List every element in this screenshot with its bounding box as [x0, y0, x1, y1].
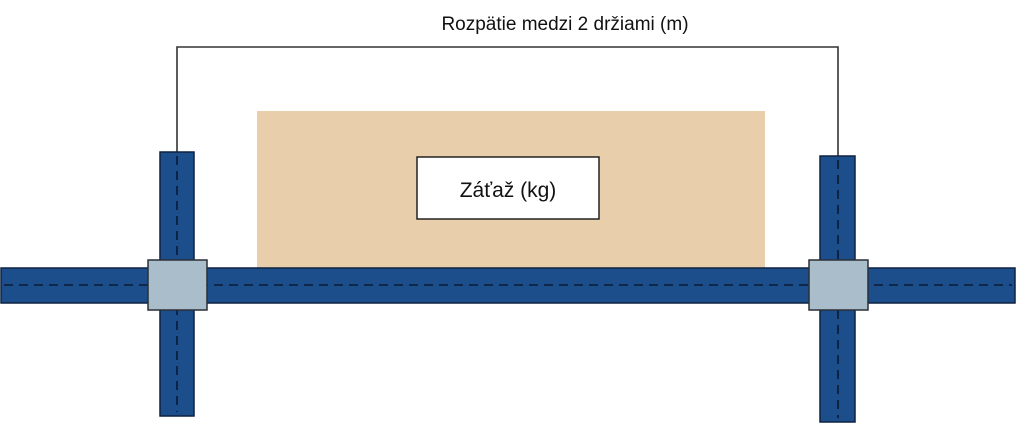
load-label-box [416, 156, 600, 220]
left-connector [147, 259, 208, 311]
span-label: Rozpätie medzi 2 držiami (m) [441, 14, 688, 35]
right-connector [808, 259, 869, 311]
span-dimension-line [176, 46, 839, 156]
load-label: Záťaž (kg) [460, 179, 557, 202]
